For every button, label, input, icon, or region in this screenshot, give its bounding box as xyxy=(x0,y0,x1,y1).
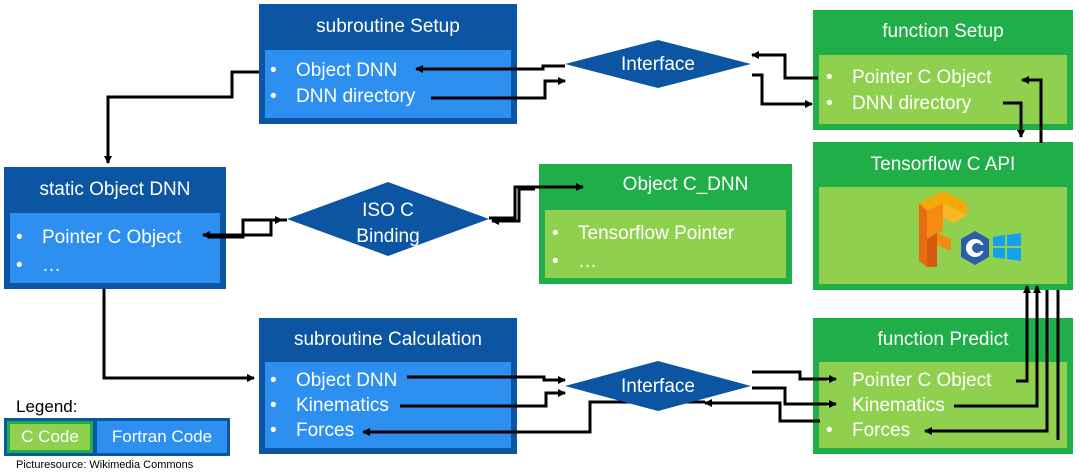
arrow-interface-to-kinematics xyxy=(752,386,837,408)
legend-c-code-label: C Code xyxy=(10,424,90,450)
object-c-dnn-box: Object C_DNN •Tensorflow Pointer •… xyxy=(539,164,792,284)
arrow-forces-to-interface xyxy=(704,399,820,423)
arrow-interface-to-object-dnn xyxy=(415,64,565,73)
arrow-tf-to-pointer xyxy=(1021,76,1043,143)
windows-logo-icon xyxy=(993,233,1021,261)
list-item: •Tensorflow Pointer xyxy=(552,223,735,244)
tensorflow-c-api-body xyxy=(819,187,1067,284)
tensorflow-logo-group xyxy=(919,191,1021,267)
list-item: •Forces xyxy=(826,420,911,441)
legend-fortran-code-swatch: Fortran Code xyxy=(97,421,227,453)
list-item: •Kinematics xyxy=(270,395,389,416)
legend-box: C Code Fortran Code xyxy=(4,418,230,456)
subroutine-setup-title: subroutine Setup xyxy=(316,16,460,37)
list-item: •Pointer C Object xyxy=(16,227,182,248)
tensorflow-c-api-title: Tensorflow C API xyxy=(870,154,1016,175)
legend-title: Legend: xyxy=(16,397,78,416)
arrow-iso-to-c-dnn xyxy=(489,183,584,220)
picture-source-note: Picturesource: Wikimedia Commons xyxy=(16,459,194,471)
static-object-dnn-title: static Object DNN xyxy=(39,179,191,200)
function-setup-title: function Setup xyxy=(882,21,1004,42)
function-predict-title: function Predict xyxy=(877,329,1009,350)
interface-top-label: Interface xyxy=(621,54,695,75)
function-setup-body: •Pointer C Object •DNN directory xyxy=(819,55,1067,124)
arrow-c-dnn-to-iso xyxy=(491,187,535,225)
iso-c-binding-diamond xyxy=(287,182,489,256)
arrow-pointer-to-iso xyxy=(208,216,283,239)
tensorflow-c-api-box: Tensorflow C API xyxy=(813,142,1073,290)
list-item: •DNN directory xyxy=(826,93,972,114)
arrow-kinematics-to-interface xyxy=(400,389,566,408)
list-item: •Object DNN xyxy=(270,370,398,391)
iso-c-binding-line1: ISO C xyxy=(362,200,414,221)
c-language-icon xyxy=(961,231,989,265)
interface-top-diamond xyxy=(565,40,751,88)
list-item: •Object DNN xyxy=(270,60,398,81)
static-object-dnn-box: static Object DNN •Pointer C Object •… xyxy=(4,167,226,289)
arrow-pointer-to-interface xyxy=(751,51,818,80)
list-item: •Pointer C Object xyxy=(826,67,992,88)
arrow-dnn-directory-to-interface xyxy=(431,77,566,100)
arrow-pointer-to-tf xyxy=(1016,285,1031,383)
arrow-tf-to-forces xyxy=(924,290,1049,435)
arrow-interface-to-c-dnn-directory xyxy=(752,73,813,108)
list-item: •… xyxy=(16,255,61,276)
list-item: •DNN directory xyxy=(270,86,416,107)
tensorflow-logo-icon xyxy=(919,191,967,267)
interface-bottom-label: Interface xyxy=(621,376,695,397)
subroutine-calculation-title: subroutine Calculation xyxy=(293,329,482,350)
function-setup-box: function Setup •Pointer C Object •DNN di… xyxy=(813,10,1073,130)
subroutine-setup-body: •Object DNN •DNN directory xyxy=(265,50,511,118)
arrow-setup-to-static xyxy=(104,70,259,164)
arrow-kinematics-to-tf xyxy=(954,285,1041,408)
arrow-iso-to-pointer xyxy=(202,218,287,239)
legend-c-code-swatch: C Code xyxy=(7,421,93,453)
object-c-dnn-body: •Tensorflow Pointer •… xyxy=(545,210,786,278)
arrow-interface-to-pointer xyxy=(752,370,837,383)
arrow-object-dnn-to-interface xyxy=(407,375,566,384)
object-c-dnn-title: Object C_DNN xyxy=(622,174,749,195)
list-item: •Forces xyxy=(270,420,355,441)
subroutine-setup-box: subroutine Setup •Object DNN •DNN direct… xyxy=(259,4,517,124)
static-object-dnn-body: •Pointer C Object •… xyxy=(10,213,220,283)
list-item: •… xyxy=(552,251,597,272)
interface-bottom-diamond xyxy=(565,361,751,411)
arrow-static-to-calculation xyxy=(102,289,255,382)
iso-c-binding-line2: Binding xyxy=(356,226,419,247)
arrow-dnn-directory-to-tf xyxy=(1003,101,1025,138)
